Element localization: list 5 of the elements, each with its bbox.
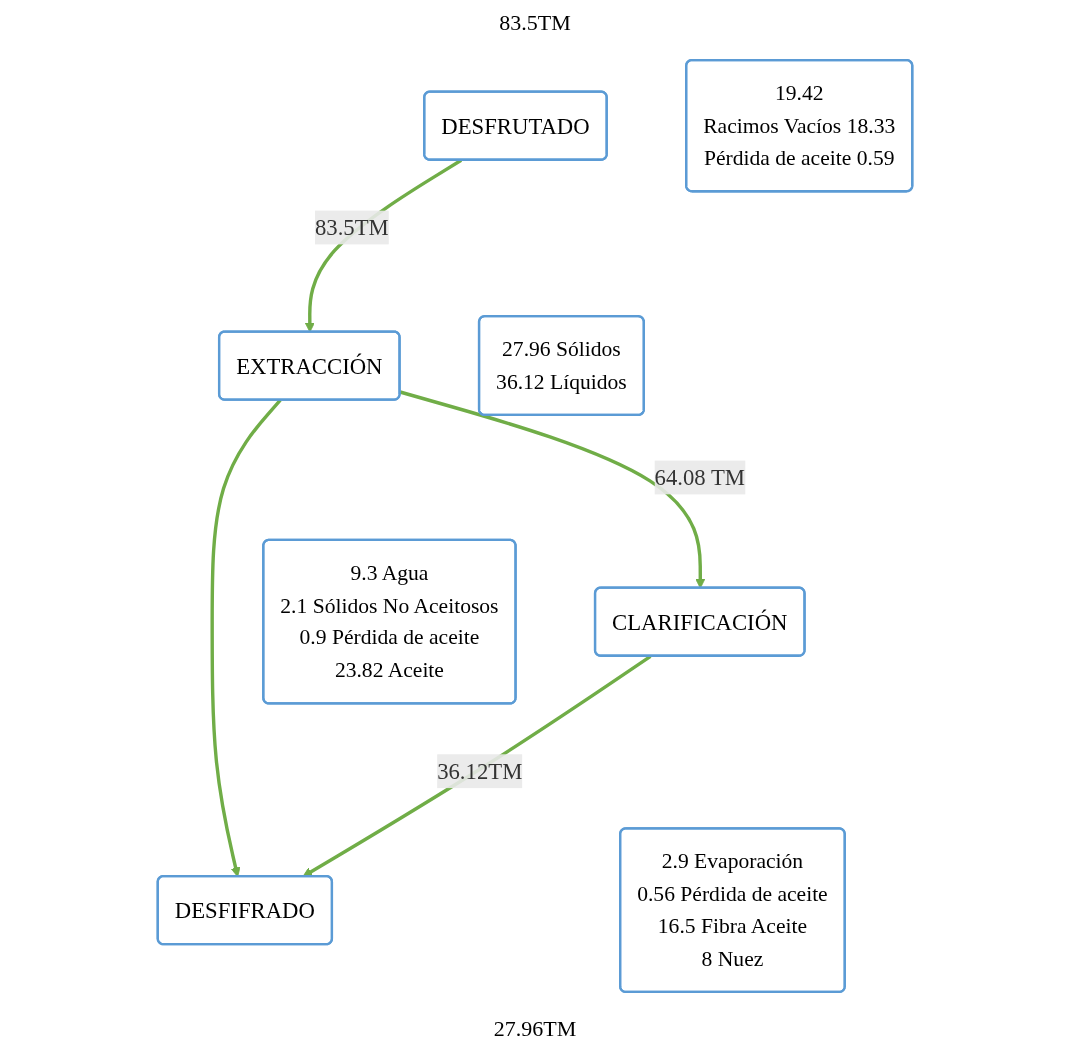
edge-label: 36.12TM — [437, 758, 523, 784]
quantity-label: 27.96TM — [493, 1016, 577, 1042]
edge-label: 64.08 TM — [654, 464, 746, 490]
quantity-label: 83.5TM — [499, 10, 571, 36]
edge-label: 83.5TM — [314, 215, 389, 241]
